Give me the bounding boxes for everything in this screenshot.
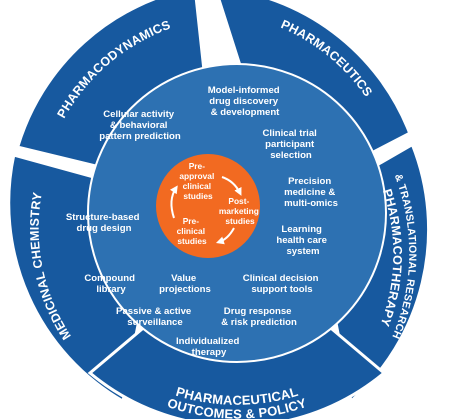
topic-compound-library: Compound library <box>84 273 137 295</box>
topic-model-informed: Model-informed drug discovery & developm… <box>208 85 283 118</box>
topic-learning-health: Learning health care system <box>276 224 329 257</box>
topic-passive-active: Passive & active surveillance <box>116 306 194 328</box>
cycle-arrow-bottom-right <box>215 227 235 245</box>
cycle-pre-clinical: Pre- clinical studies <box>177 216 208 246</box>
topic-precision-medicine: Precision medicine & multi-omics <box>284 176 338 209</box>
topic-value-projections: Value projections <box>159 273 211 295</box>
topic-cellular-activity: Cellular activity & behavioral pattern p… <box>99 109 181 142</box>
cycle-arrow-left <box>170 185 178 219</box>
cycle-arrow-top <box>221 176 242 196</box>
topic-individualized: Individualized therapy <box>176 336 242 358</box>
topic-structure-based: Structure-based drug design <box>66 212 142 234</box>
cycle-post-marketing: Post- marketing studies <box>219 196 261 226</box>
topic-drug-response: Drug response & risk prediction <box>221 306 297 328</box>
cycle-pre-approval: Pre- approval clinical studies <box>179 161 216 201</box>
center-cycle-circle <box>156 154 260 258</box>
topic-clinical-trial: Clinical trial participant selection <box>262 128 319 161</box>
topic-clinical-decision: Clinical decision support tools <box>243 273 321 295</box>
